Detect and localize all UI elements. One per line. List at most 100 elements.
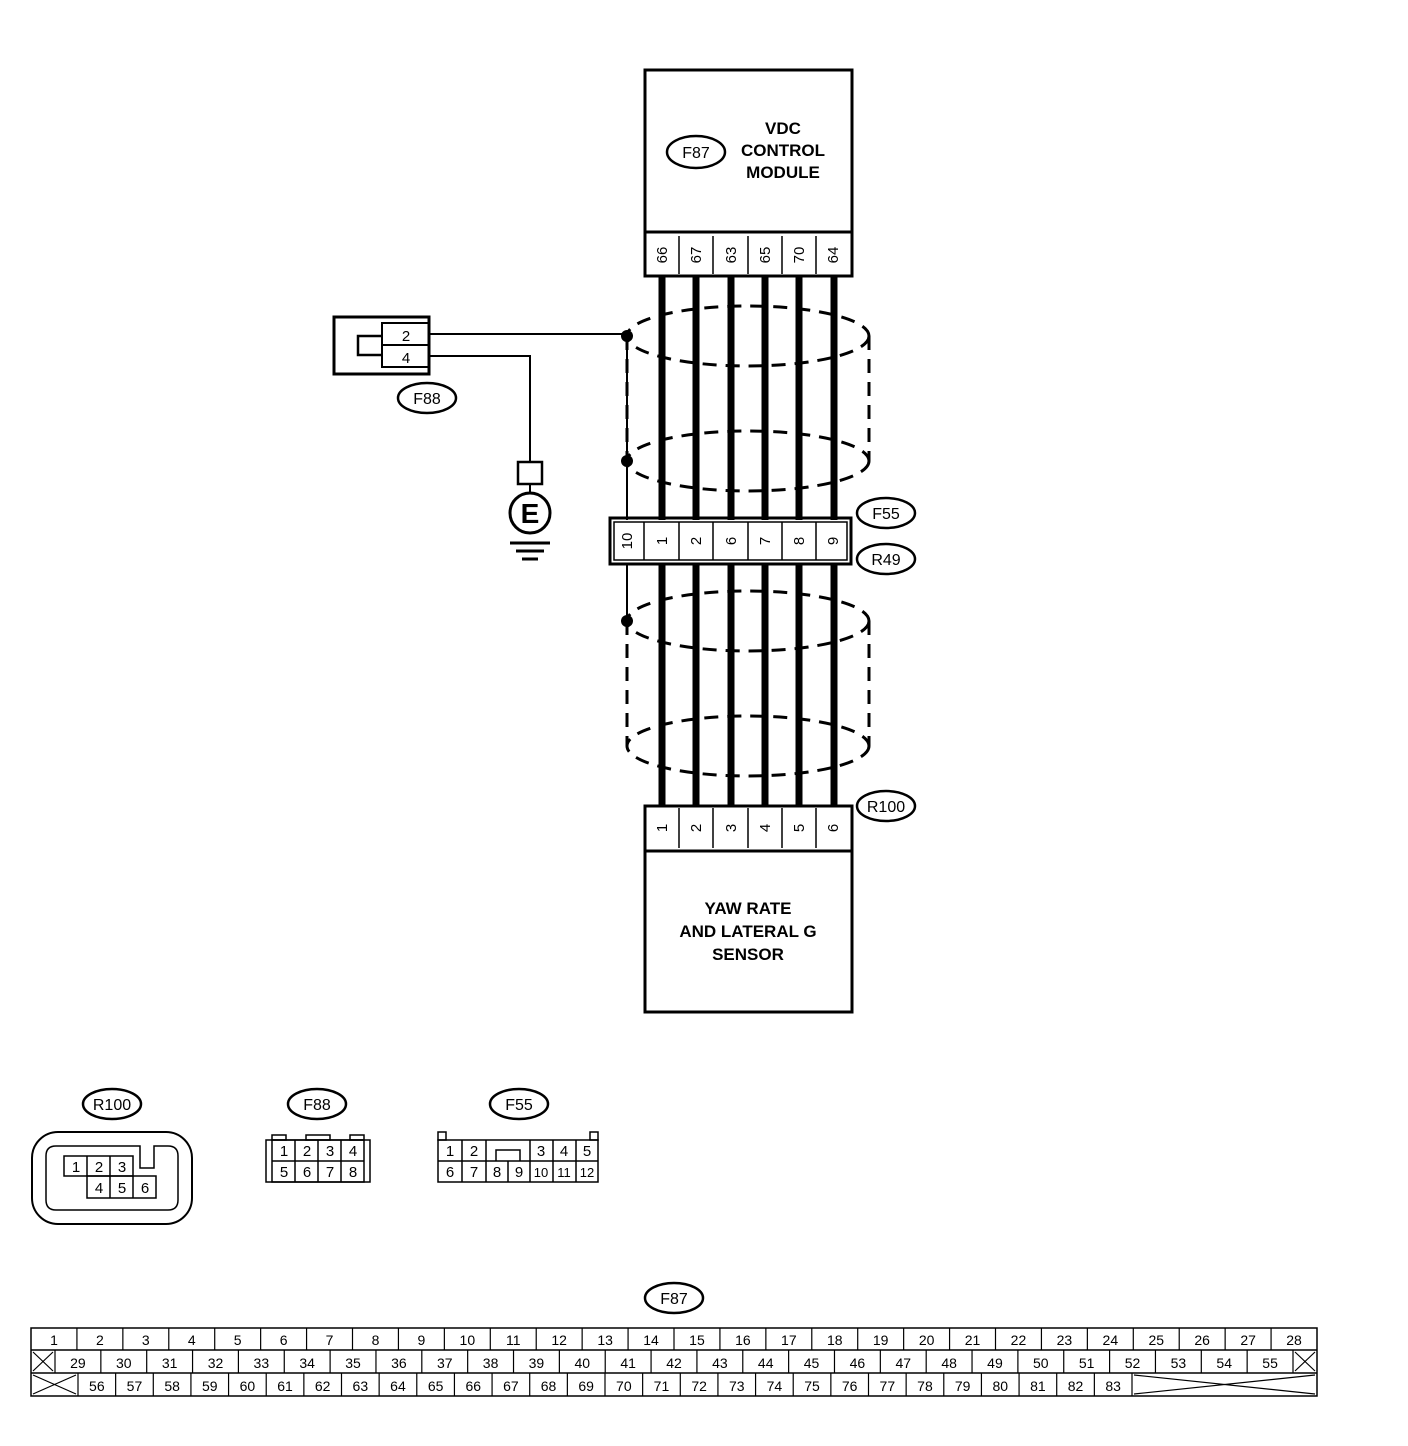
- f55-face-pin: 2: [470, 1143, 478, 1160]
- f87-pin: 9: [417, 1332, 425, 1348]
- f88-shield-connector: 2 4 F88: [332, 315, 458, 415]
- f87-pin: 59: [202, 1378, 218, 1394]
- f87-pin: 83: [1105, 1378, 1121, 1394]
- r100-connector-face: R100 1 2 3 4 5 6: [31, 1087, 193, 1225]
- f87-pin: 22: [1011, 1332, 1027, 1348]
- f88-tag-label: F88: [413, 391, 441, 408]
- f87-pin: 28: [1286, 1332, 1302, 1348]
- f88-pin: 2: [402, 328, 410, 345]
- f87-pin: 26: [1194, 1332, 1210, 1348]
- f55-connector-tag: [855, 496, 917, 530]
- f87-pin: 68: [541, 1378, 557, 1394]
- sensor-pin: 6: [825, 824, 842, 832]
- lower-shield-drain: [621, 564, 633, 627]
- f87-pin: 5: [234, 1332, 242, 1348]
- f87-pin: 7: [326, 1332, 334, 1348]
- joint-pin: 10: [619, 533, 636, 550]
- vdc-title-line-2: CONTROL: [741, 141, 825, 160]
- sensor-pin: 4: [757, 824, 774, 832]
- f87-pin: 14: [643, 1332, 659, 1348]
- f87-face-tag-label: F87: [660, 1291, 688, 1308]
- ground-symbol-label: E: [521, 498, 540, 529]
- f55-face-pin: 6: [446, 1164, 454, 1181]
- f87-pin: 32: [208, 1355, 224, 1371]
- joint-pin: 6: [723, 537, 740, 545]
- r100-face-pin: 1: [72, 1159, 80, 1176]
- f88-face-tag: [286, 1087, 348, 1121]
- lower-wire-bundle: [658, 564, 838, 806]
- sensor-pin: 5: [791, 824, 808, 832]
- f87-pin: 19: [873, 1332, 889, 1348]
- vdc-pin: 65: [757, 247, 774, 264]
- r100-face-pin: 5: [118, 1180, 126, 1197]
- f87-pin: 53: [1171, 1355, 1187, 1371]
- f55-face-pin: 12: [580, 1165, 594, 1180]
- f88-pin: 4: [402, 350, 410, 367]
- f87-pin: 70: [616, 1378, 632, 1394]
- f87-pin: 81: [1030, 1378, 1046, 1394]
- joint-pin: 9: [825, 537, 842, 545]
- f55-connector-face: F55 1 2 3 4 5 6 7 8 9 10 11 12: [437, 1087, 599, 1183]
- vdc-pin: 66: [654, 247, 671, 264]
- f87-pin: 60: [240, 1378, 256, 1394]
- f55-tag-label: F55: [872, 506, 900, 523]
- f87-pin: 4: [188, 1332, 196, 1348]
- vdc-pin: 64: [825, 247, 842, 264]
- f87-pin: 13: [597, 1332, 613, 1348]
- f87-pin: 76: [842, 1378, 858, 1394]
- f87-pin: 52: [1125, 1355, 1141, 1371]
- sensor-title-line-3: SENSOR: [712, 945, 784, 964]
- f87-pin: 78: [917, 1378, 933, 1394]
- f87-pin: 38: [483, 1355, 499, 1371]
- f87-pin: 69: [578, 1378, 594, 1394]
- f87-pin: 35: [345, 1355, 361, 1371]
- sensor-title-line-1: YAW RATE: [705, 899, 792, 918]
- joint-pin: 1: [654, 537, 671, 545]
- r100-face-pin: 6: [141, 1180, 149, 1197]
- f87-pin: 2: [96, 1332, 104, 1348]
- f87-pin: 25: [1148, 1332, 1164, 1348]
- r100-connector-tag: [855, 789, 917, 823]
- vdc-title-line-1: VDC: [765, 119, 801, 138]
- vdc-title-line-3: MODULE: [746, 163, 820, 182]
- f88-connector-tag: [396, 381, 458, 415]
- sensor-pin: 2: [688, 824, 705, 832]
- vdc-pin: 70: [791, 247, 808, 264]
- f88-face-pin: 8: [349, 1164, 357, 1181]
- ground-point: E: [508, 460, 552, 561]
- f87-pin: 72: [691, 1378, 707, 1394]
- f55-face-pin: 10: [534, 1165, 548, 1180]
- r100-face-tag-label: R100: [93, 1097, 131, 1114]
- f88-face-pin: 3: [326, 1143, 334, 1160]
- f55-face-pin: 9: [515, 1164, 523, 1181]
- f88-wires: [429, 333, 627, 462]
- joint-pin: 8: [791, 537, 808, 545]
- f87-pin: 61: [277, 1378, 293, 1394]
- f87-pin: 27: [1240, 1332, 1256, 1348]
- sensor-pin: 3: [723, 824, 740, 832]
- upper-shield-drain: [621, 330, 633, 520]
- f87-pin: 46: [850, 1355, 866, 1371]
- f87-pin: 39: [529, 1355, 545, 1371]
- f87-pin: 1: [50, 1332, 58, 1348]
- f87-pin: 40: [575, 1355, 591, 1371]
- upper-wire-bundle: [658, 276, 838, 520]
- f87-pin: 3: [142, 1332, 150, 1348]
- f87-pin: 80: [992, 1378, 1008, 1394]
- f88-face-pin: 4: [349, 1143, 357, 1160]
- f87-pin: 49: [987, 1355, 1003, 1371]
- f87-pin: 67: [503, 1378, 519, 1394]
- f55-face-pin: 1: [446, 1143, 454, 1160]
- f55-face-tag: [488, 1087, 550, 1121]
- f88-face-pin: 1: [280, 1143, 288, 1160]
- f88-face-pin: 7: [326, 1164, 334, 1181]
- f87-pin: 6: [280, 1332, 288, 1348]
- f87-pin: 18: [827, 1332, 843, 1348]
- f87-blank-cells: [32, 1351, 1316, 1395]
- f87-pin: 64: [390, 1378, 406, 1394]
- f87-pin: 51: [1079, 1355, 1095, 1371]
